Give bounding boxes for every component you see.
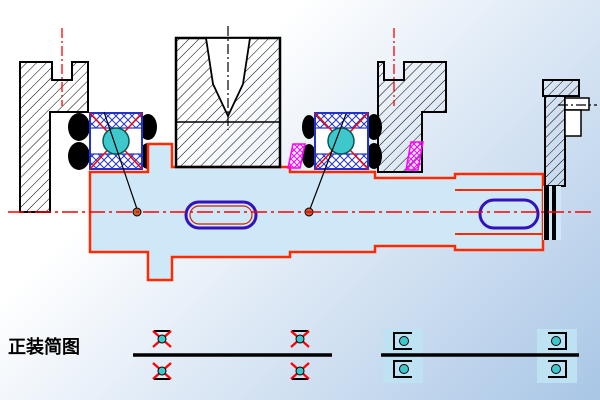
felt-seal-left [287,143,306,169]
schematic-bearing-station [290,330,310,380]
middle-housing [377,28,447,173]
schematic-fixed-bearing [548,332,567,378]
right-wall [542,79,597,187]
left-bearing [89,112,143,170]
left-bearing-ball [102,127,130,155]
pressure-centre-leaders [103,111,347,217]
schematic-bearing-station [152,330,172,380]
schematic-caption: 正装简图 [8,336,80,357]
left-keyway [184,200,258,230]
left-housing [19,28,89,213]
bolt-head [564,97,590,111]
felt-seal-right [405,141,424,171]
schematic-fixed-bearing [393,332,412,378]
bolt-shank [564,109,582,137]
gear [174,26,282,169]
right-bearing [314,112,369,170]
right-bearing-seals [302,114,382,169]
locknut [543,186,561,240]
schematic-right [381,329,579,383]
right-keyway [478,198,540,230]
schematic-left [133,330,332,380]
